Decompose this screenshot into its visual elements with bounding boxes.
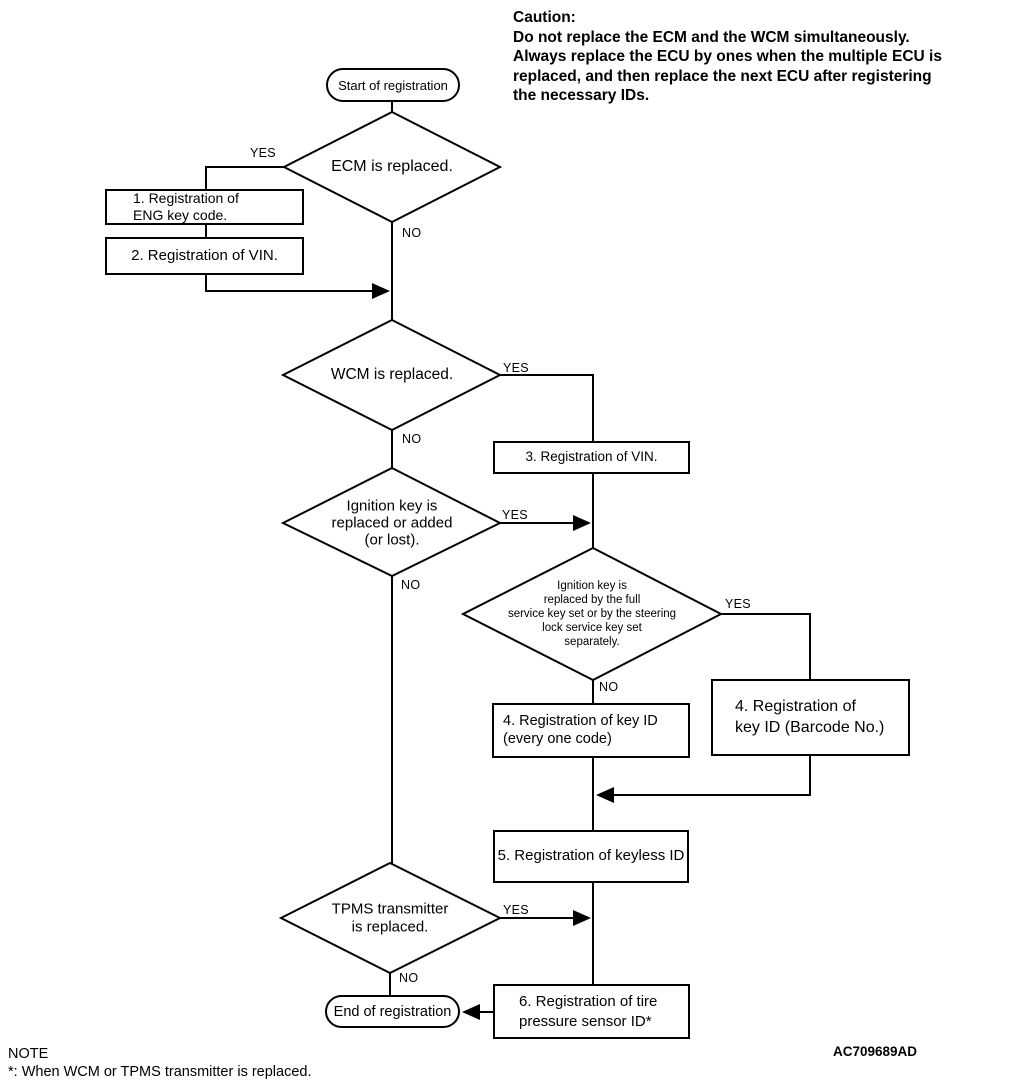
arrowhead-step6-to-end bbox=[462, 1004, 480, 1020]
process-step5-keyless-id: 5. Registration of keyless ID bbox=[493, 830, 689, 883]
figure-code: AC709689AD bbox=[833, 1044, 918, 1059]
flow-line-ecm-yes-to-step1 bbox=[205, 166, 285, 190]
service-set-yes-label: YES bbox=[725, 597, 751, 611]
process-step3-vin: 3. Registration of VIN. bbox=[493, 441, 690, 474]
decision-ignition-shape bbox=[280, 466, 503, 578]
decision-wcm-label: WCM is replaced. bbox=[330, 366, 454, 383]
flow-line-step2-to-main bbox=[205, 274, 374, 292]
tpms-no-label: NO bbox=[399, 971, 419, 985]
process-step1-eng-key-code: 1. Registration of ENG key code. bbox=[105, 189, 304, 225]
ecm-yes-label: YES bbox=[250, 146, 276, 160]
decision-ignition-label: Ignition key is replaced or added (or lo… bbox=[331, 497, 453, 549]
decision-tpms-label: TPMS transmitter is replaced. bbox=[331, 900, 449, 936]
ecm-no-label: NO bbox=[402, 226, 422, 240]
decision-service-set-label: Ignition key is replaced by the full ser… bbox=[507, 580, 677, 648]
process-step4-key-id-barcode: 4. Registration of key ID (Barcode No.) bbox=[711, 679, 910, 756]
note-title: NOTE bbox=[8, 1046, 49, 1062]
end-terminal: End of registration bbox=[325, 995, 460, 1028]
caution-text: Do not replace the ECM and the WCM simul… bbox=[513, 28, 942, 105]
note-text: *: When WCM or TPMS transmitter is repla… bbox=[8, 1064, 312, 1080]
tpms-yes-label: YES bbox=[503, 903, 529, 917]
flow-line-service-yes-to-step4-barcode bbox=[721, 613, 811, 680]
caution-title: Caution: bbox=[513, 9, 576, 26]
decision-service-set-shape bbox=[460, 546, 724, 682]
arrowhead-barcode-merge bbox=[596, 787, 614, 803]
start-terminal: Start of registration bbox=[326, 68, 460, 102]
arrowhead-ignition-yes bbox=[573, 515, 591, 531]
decision-tpms-shape bbox=[278, 861, 503, 975]
flow-line-wcm-yes-to-step3 bbox=[500, 374, 594, 442]
decision-ecm-shape bbox=[281, 110, 503, 224]
wcm-yes-label: YES bbox=[503, 361, 529, 375]
decision-wcm-shape bbox=[280, 318, 503, 432]
arrowhead-step2-to-main bbox=[372, 283, 390, 299]
ignition-yes-label: YES bbox=[502, 508, 528, 522]
wcm-no-label: NO bbox=[402, 432, 422, 446]
service-set-no-label: NO bbox=[599, 680, 619, 694]
process-step4-key-id-every-code: 4. Registration of key ID (every one cod… bbox=[492, 703, 690, 758]
ignition-no-label: NO bbox=[401, 578, 421, 592]
note-block: NOTE *: When WCM or TPMS transmitter is … bbox=[8, 1045, 312, 1081]
process-step6-tire-pressure-sensor-id: 6. Registration of tire pressure sensor … bbox=[493, 984, 690, 1039]
caution-block: Caution: Do not replace the ECM and the … bbox=[513, 8, 1009, 106]
arrowhead-tpms-yes bbox=[573, 910, 591, 926]
process-step2-vin: 2. Registration of VIN. bbox=[105, 237, 304, 275]
decision-ecm-label: ECM is replaced. bbox=[331, 158, 453, 175]
flow-line-step4-barcode-merge bbox=[613, 755, 811, 796]
